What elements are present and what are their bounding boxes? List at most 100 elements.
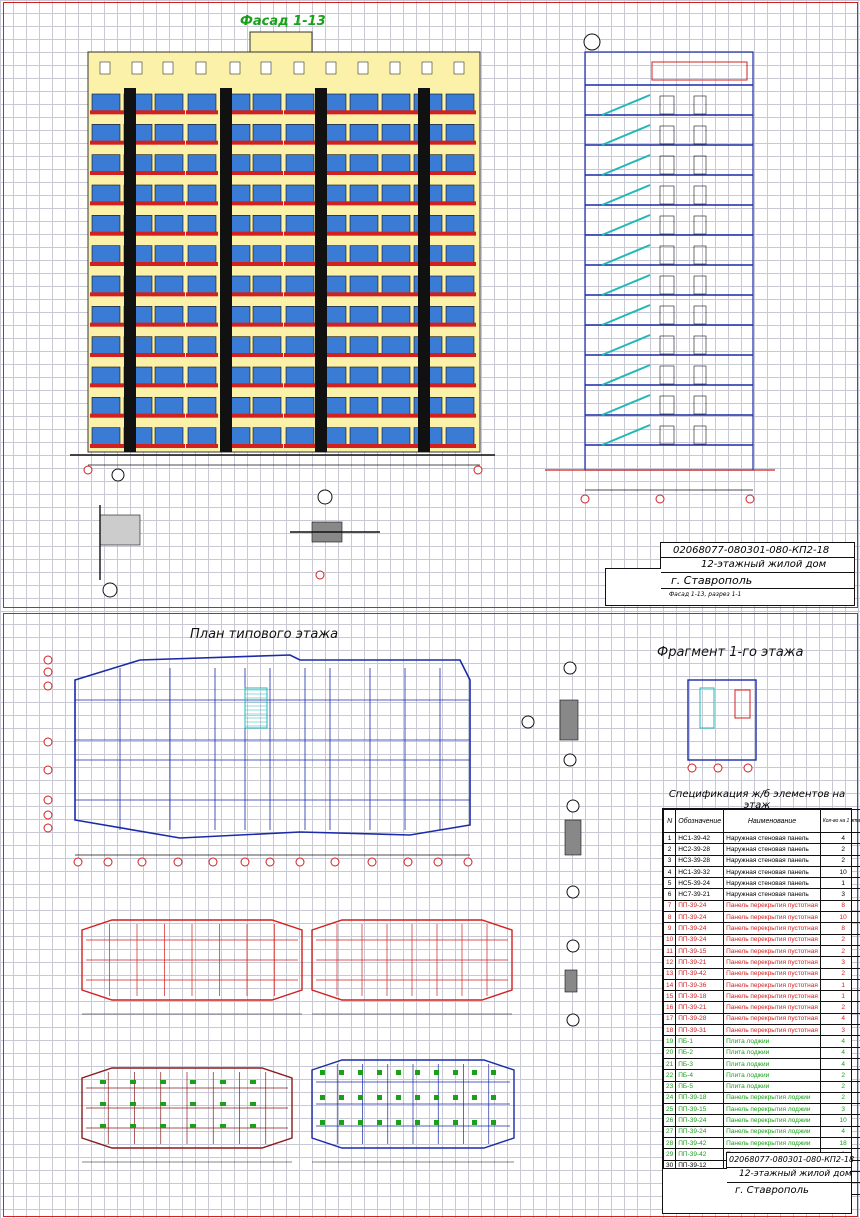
axis-marker (713, 763, 723, 773)
spec-cell-code: ПП-39-24 (675, 899, 725, 913)
balcony-rail (90, 413, 122, 418)
fragment-lift (734, 689, 751, 719)
spec-cell-qty: 2 (819, 967, 860, 980)
spec-cell-qty: 4 (819, 1057, 860, 1071)
spec-cell-qty: 1 (819, 877, 860, 890)
spec-cell-n: 12 (662, 956, 677, 969)
balcony-rail (153, 413, 185, 418)
balcony-rail (251, 383, 283, 388)
balcony-rail (251, 292, 283, 297)
axis-marker (265, 857, 275, 867)
balcony-rail (444, 140, 476, 145)
spec-cell-code: ПБ-5 (675, 1080, 725, 1093)
stair-flight (601, 244, 651, 266)
axis-marker (563, 753, 577, 767)
spec-cell-n: 23 (662, 1080, 677, 1093)
spec-cell-name: Панель перекрытия пустотная (723, 990, 821, 1003)
balcony-rail (284, 413, 316, 418)
spec-cell-n: 9 (662, 922, 677, 935)
plan-title: План типового этажа (190, 627, 339, 642)
balcony-rail (284, 110, 316, 115)
balcony-rail (153, 444, 185, 448)
building-name-2: 12-этажный жилой дом (739, 1169, 852, 1179)
door (659, 275, 675, 295)
spec-cell-code: ПП-39-15 (675, 1103, 725, 1116)
attic-window (453, 61, 465, 75)
spec-cell-name: Панель перекрытия пустотная (723, 899, 821, 913)
balcony-rail (316, 353, 348, 357)
axis-marker (655, 494, 665, 504)
balcony-rail (122, 140, 154, 145)
pile-mark (453, 1120, 458, 1125)
balcony-rail (380, 201, 412, 206)
balcony-rail (90, 110, 122, 115)
balcony-rail (122, 292, 154, 297)
spec-cell-n: 16 (662, 1001, 677, 1014)
spec-cell-n: 15 (662, 990, 677, 1003)
balcony-rail (444, 262, 476, 266)
balcony-rail (153, 262, 185, 266)
door (659, 215, 675, 235)
axis-marker (566, 1013, 580, 1027)
axis-marker (330, 857, 340, 867)
spec-cell-name: Плита лоджии (723, 1035, 821, 1048)
stair-flight (601, 154, 651, 176)
slab-mark (130, 1124, 136, 1128)
balcony-rail (186, 201, 218, 206)
pile-mark (358, 1120, 363, 1125)
floor-slab-layout-scheme (81, 1067, 293, 1149)
window (693, 365, 707, 385)
pile-mark (396, 1095, 401, 1100)
axis-marker (73, 857, 83, 867)
balcony-rail (348, 231, 380, 236)
slab-mark (100, 1124, 106, 1128)
balcony-rail (153, 110, 185, 115)
slab-mark (190, 1080, 196, 1084)
spec-cell-qty: 3 (819, 1024, 860, 1037)
balcony-rail (284, 140, 316, 145)
spec-cell-n: 21 (662, 1057, 677, 1071)
spec-cell-code: ПП-39-42 (675, 967, 725, 980)
balcony-rail (348, 201, 380, 206)
window (693, 155, 707, 175)
balcony-rail (316, 322, 348, 327)
balcony-rail (444, 110, 476, 115)
spec-cell-code: НС1-39-32 (675, 865, 725, 879)
slab-mark (190, 1124, 196, 1128)
node-marker (102, 582, 118, 598)
section-marker (583, 33, 601, 51)
balcony-rail (251, 444, 283, 448)
spec-cell-name: Панель перекрытия пустотная (723, 944, 821, 958)
spec-cell-name: Панель перекрытия лоджии (723, 1091, 821, 1105)
balcony-rail (122, 110, 154, 115)
pile-mark (339, 1095, 344, 1100)
axis-marker (566, 885, 580, 899)
spec-cell-name: Панель перекрытия пустотная (723, 922, 821, 935)
stair-flight (601, 184, 651, 206)
spec-header-name: Наименование (723, 809, 821, 833)
axis-marker (83, 465, 93, 475)
spec-cell-qty: 3 (819, 956, 860, 969)
sheet-1-frame (3, 2, 858, 608)
stair-flight (601, 334, 651, 356)
foundation-layout-scheme (311, 1059, 515, 1149)
attic-window (357, 61, 369, 75)
spec-cell-name: Панель перекрытия пустотная (723, 911, 821, 924)
balcony-rail (90, 140, 122, 145)
spec-cell-name: Плита лоджии (723, 1069, 821, 1082)
axis-marker (566, 799, 580, 813)
spec-cell-qty: 2 (819, 1080, 860, 1093)
balcony-rail (153, 322, 185, 327)
balcony-rail (186, 444, 218, 448)
window (693, 395, 707, 415)
wall-panel-layout-scheme-2 (311, 919, 513, 1001)
pile-mark (377, 1070, 382, 1075)
spec-cell-n: 6 (662, 888, 677, 901)
balcony-rail (122, 171, 154, 175)
axis-marker (433, 857, 443, 867)
spec-cell-qty: 1 (819, 990, 860, 1003)
pile-mark (415, 1095, 420, 1100)
loggia-shadow (315, 88, 327, 452)
pile-mark (377, 1095, 382, 1100)
